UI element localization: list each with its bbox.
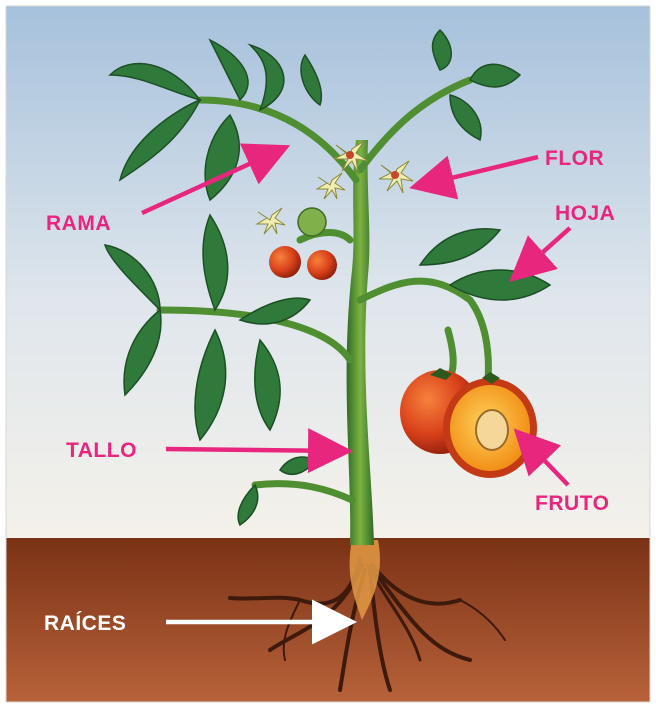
label-flor: FLOR <box>545 147 604 170</box>
label-hoja: HOJA <box>555 202 615 225</box>
label-tallo: TALLO <box>66 439 137 462</box>
label-rama: RAMA <box>46 212 111 235</box>
label-raices: RAÍCES <box>44 612 126 635</box>
tallo-arrow <box>166 449 344 451</box>
label-fruto: FRUTO <box>535 492 609 515</box>
